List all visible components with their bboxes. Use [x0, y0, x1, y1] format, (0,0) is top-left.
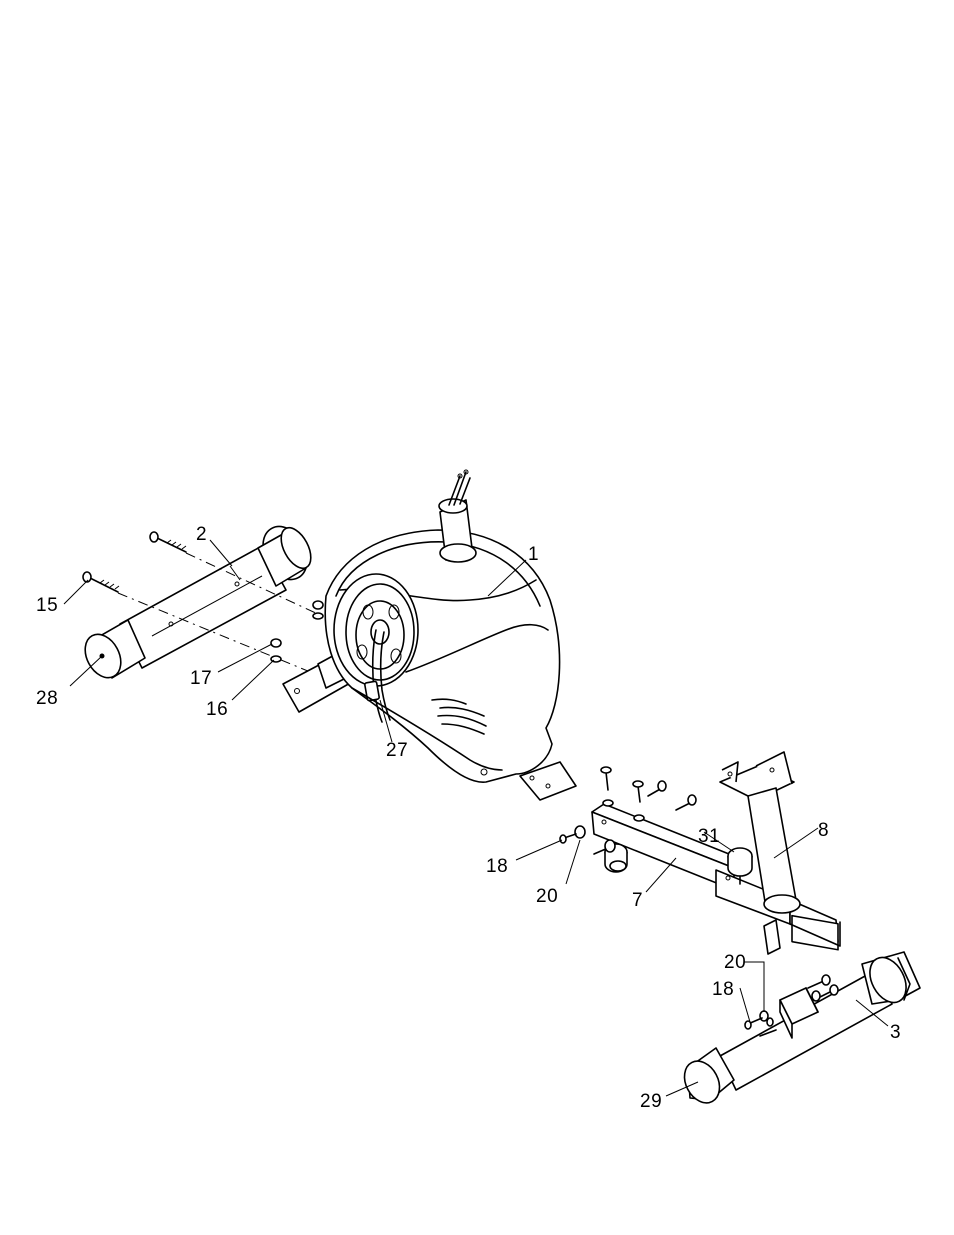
callout-18-left: 18	[486, 856, 508, 877]
callout-7: 7	[632, 890, 643, 911]
callout-2: 2	[196, 524, 207, 545]
callout-29: 29	[640, 1091, 662, 1112]
front-stabilizer-tube	[120, 519, 317, 668]
main-frame-housing	[283, 530, 576, 800]
callout-20-left: 20	[536, 886, 558, 907]
callout-31: 31	[698, 826, 720, 847]
bolt-15	[83, 572, 119, 592]
callout-3: 3	[890, 1022, 901, 1043]
console-mast-stub	[439, 470, 476, 562]
callout-20-right: 20	[724, 952, 746, 973]
washer-17	[271, 601, 323, 662]
callout-16: 16	[206, 699, 228, 720]
callout-27: 27	[386, 740, 408, 761]
callout-1: 1	[528, 544, 539, 565]
callout-15: 15	[36, 595, 58, 616]
callout-18-right: 18	[712, 979, 734, 1000]
bolt-upper	[150, 532, 186, 552]
callout-17: 17	[190, 668, 212, 689]
callout-28: 28	[36, 688, 58, 709]
callout-8: 8	[818, 820, 829, 841]
